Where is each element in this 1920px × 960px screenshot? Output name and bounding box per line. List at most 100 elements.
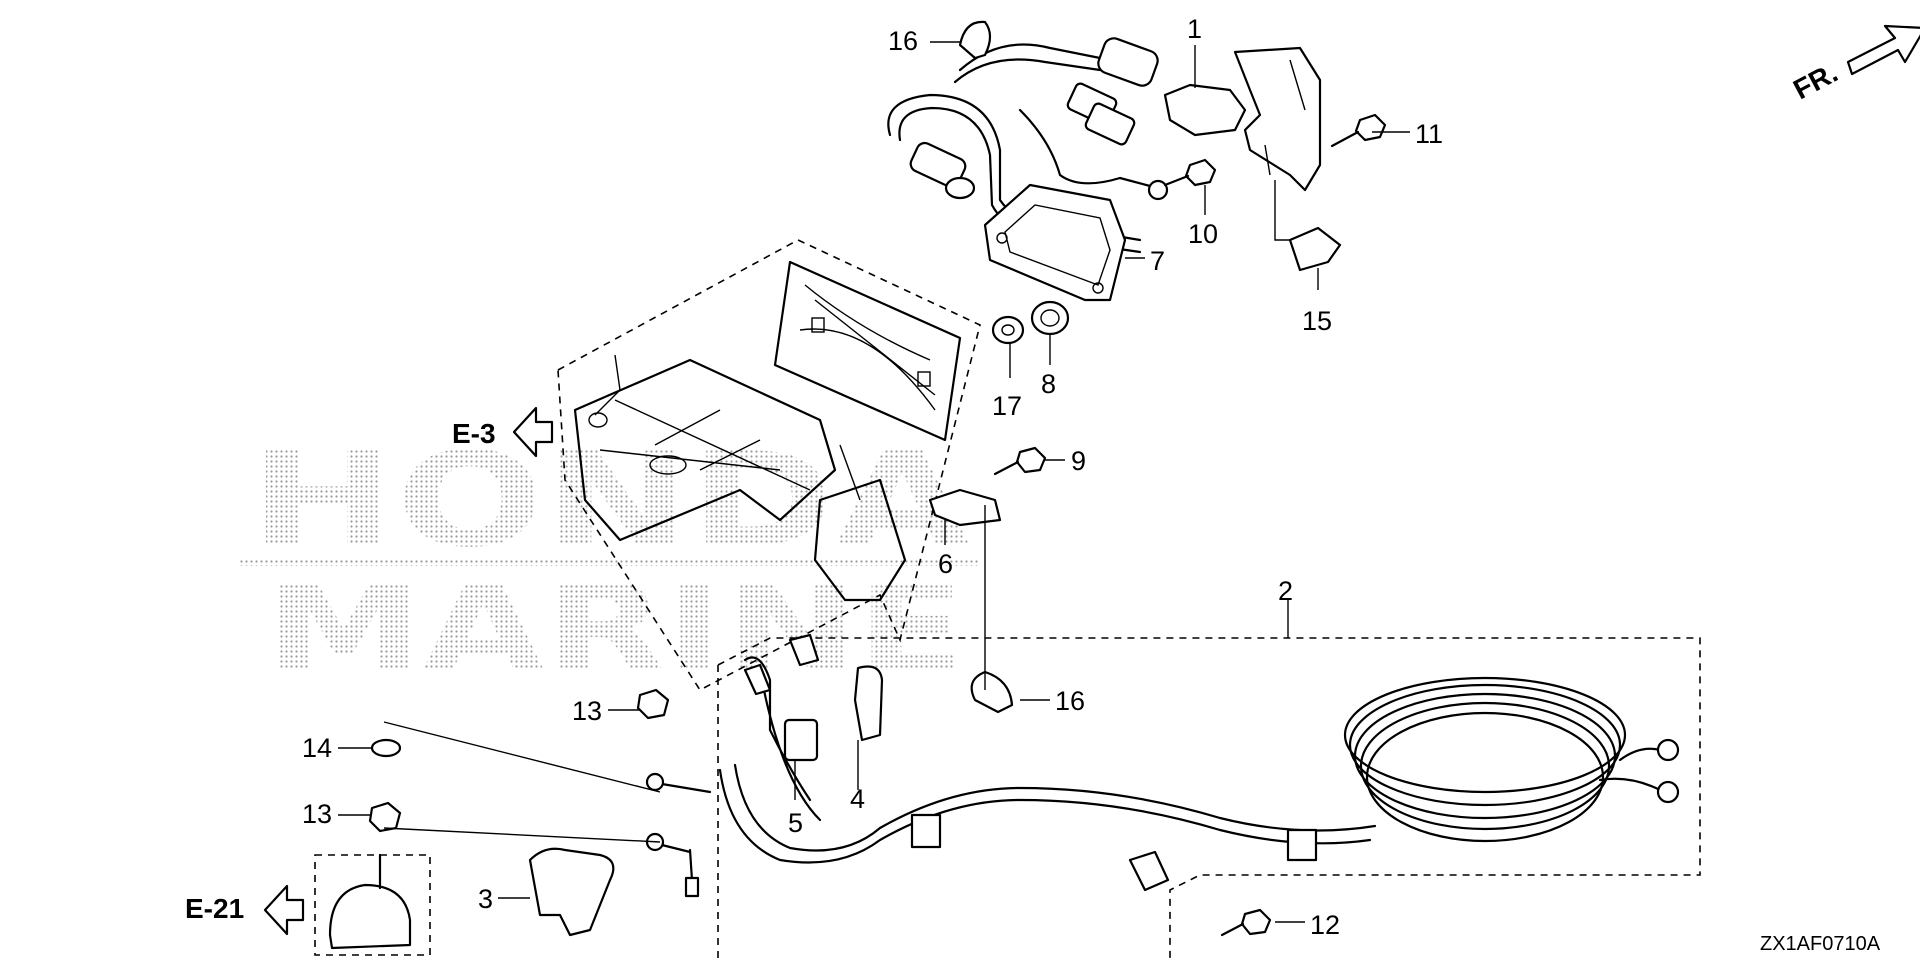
callouts: 1 2 3 4 5 6 7 8 9 10 11 12 13 13 14 15 1… [302, 14, 1443, 940]
cable-run-a [718, 768, 1372, 864]
cable-coil-1 [1343, 676, 1627, 794]
gasket-ribs [799, 284, 936, 411]
ref-e21-label: E-21 [185, 893, 244, 924]
engine-harness [887, 37, 1169, 254]
cable-band-a [910, 813, 942, 849]
part-12-bolt [1220, 908, 1272, 937]
callout-8: 8 [1041, 369, 1056, 399]
watermark-line1: HONDA [250, 424, 970, 576]
cable-clamp [1128, 850, 1170, 892]
front-marker: FR. [1788, 24, 1920, 106]
engine-mount-assembly [557, 239, 981, 692]
diagram-code: ZX1AF0710A [1760, 933, 1881, 955]
cable-coil-4 [1359, 701, 1611, 831]
part-14-washer [370, 738, 402, 758]
callout-17: 17 [992, 391, 1022, 421]
part-2-battery-cable [645, 633, 1701, 960]
part-16-clamp-top [958, 20, 992, 60]
module-hole-a [996, 232, 1008, 244]
harness-wire-branch [1018, 108, 1122, 185]
starter-body [328, 883, 412, 950]
part-5-fuse [783, 718, 819, 762]
gasket-hole-b [917, 371, 931, 387]
callout-5: 5 [788, 808, 803, 838]
callout-15: 15 [1302, 306, 1332, 336]
callout-13-top: 13 [572, 696, 602, 726]
callout-7: 7 [1150, 246, 1165, 276]
callout-14: 14 [302, 733, 332, 763]
ref-e3: E-3 [452, 406, 554, 458]
ref-e21: E-21 [185, 853, 431, 956]
gasket-plate [773, 260, 962, 442]
mount-boss [649, 455, 687, 475]
callout-13-bottom: 13 [302, 799, 332, 829]
cable-coil-3 [1353, 692, 1617, 820]
cable-coil-2 [1348, 683, 1622, 807]
callout-12: 12 [1310, 910, 1340, 940]
harness-terminal-lead [1118, 176, 1152, 188]
ref-e3-label: E-3 [452, 418, 496, 449]
cable-coil-5 [1365, 711, 1605, 843]
mount-bracket [573, 358, 837, 542]
bracket-detail [1264, 59, 1306, 176]
callout-1: 1 [1187, 14, 1202, 44]
cable-eyelet-c [684, 876, 700, 898]
harness-wire-top-b [953, 58, 1102, 84]
ref-e21-arrow-icon [263, 884, 305, 936]
cable-branch [743, 656, 822, 822]
module-inset [1004, 204, 1111, 286]
part-1-bracket [1163, 46, 1322, 192]
part-4-cover [853, 665, 884, 742]
part-3-cap [528, 847, 615, 937]
cable-eyelet-c-lead [688, 848, 694, 882]
module-hole-b [1092, 282, 1104, 294]
mount-hole [588, 412, 608, 428]
callout-3: 3 [478, 884, 493, 914]
cable-run-b [733, 763, 1377, 852]
callout-16-top: 16 [888, 26, 918, 56]
mount-bracket-detail [599, 399, 811, 491]
watermark: HONDA MARINE [240, 424, 980, 699]
front-arrow-icon [1846, 24, 1920, 76]
harness-connector-c [909, 141, 967, 189]
part-11-bolt [1330, 113, 1387, 148]
front-marker-label: FR. [1788, 57, 1842, 106]
watermark-line2: MARINE [265, 560, 965, 699]
callout-4: 4 [850, 784, 865, 814]
cable-tails [1598, 747, 1662, 792]
cable-boundary [717, 637, 1701, 960]
harness-terminal-ring [1147, 179, 1169, 201]
engine-mount-boundary [557, 239, 981, 692]
part-10-bolt [1163, 158, 1217, 187]
callout-2: 2 [1278, 576, 1293, 606]
mount-lug [813, 478, 907, 602]
watermark-rule [240, 558, 980, 566]
bracket-small [1163, 83, 1247, 137]
part-13-nut-a [636, 688, 670, 720]
callout-11: 11 [1415, 119, 1443, 149]
part-16-clamp-lower [970, 670, 1014, 714]
nut-guide-lines [383, 721, 661, 843]
part-13-nut-b [368, 801, 402, 833]
leader-lines [338, 41, 1410, 923]
part-17-collar [991, 315, 1025, 345]
harness-grommet [944, 176, 976, 200]
harness-connector-b [1084, 102, 1136, 146]
cable-eyelet-a [645, 772, 665, 792]
cable-terminal-b [1656, 780, 1680, 804]
part-8-grommet [1030, 300, 1070, 336]
cable-terminal-c [788, 633, 820, 667]
part-7-module [983, 183, 1127, 302]
cable-band-b [1286, 828, 1318, 862]
part-15-clip [1288, 226, 1342, 272]
bracket-large [1233, 46, 1322, 192]
callout-6: 6 [938, 549, 953, 579]
module-body [983, 183, 1127, 302]
starter-boundary [314, 854, 431, 956]
cable-boot [743, 663, 772, 696]
mount-lines [594, 354, 861, 501]
ref-e3-arrow-icon [512, 406, 554, 458]
callout-10: 10 [1188, 219, 1218, 249]
